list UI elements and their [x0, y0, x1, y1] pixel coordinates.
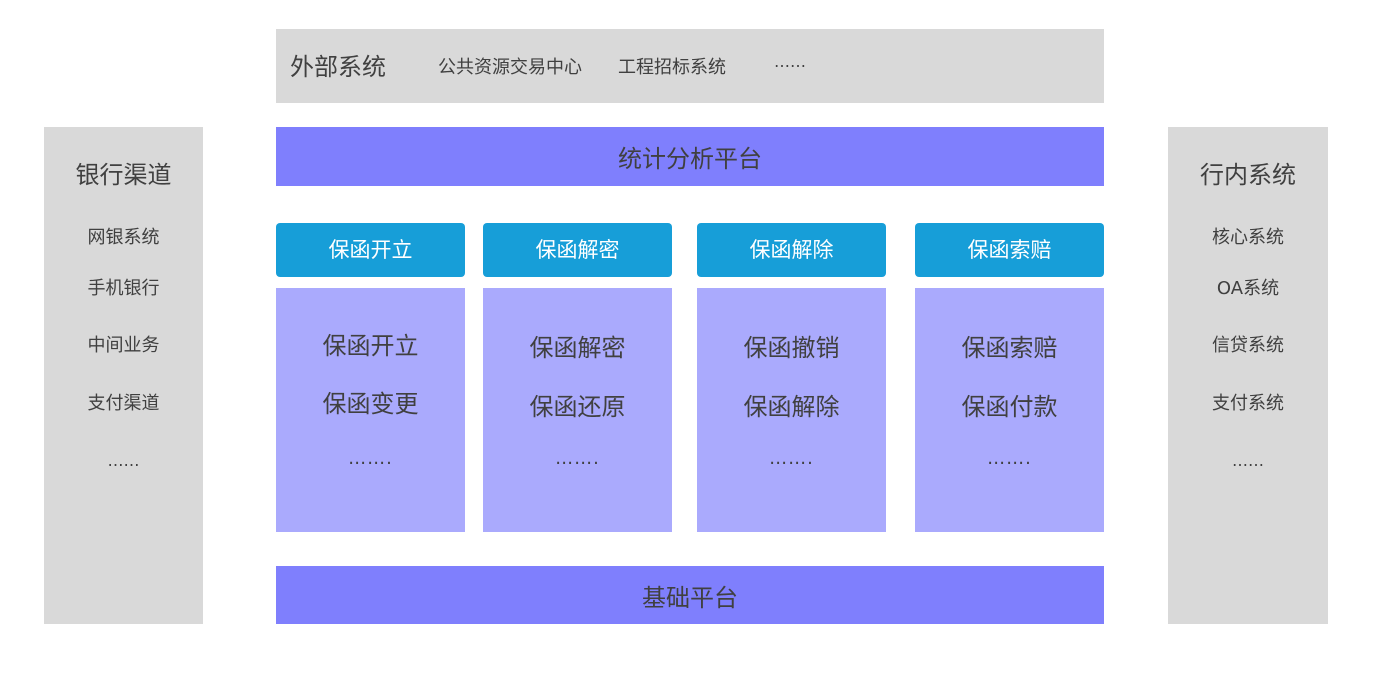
internal-system-item: OA系统: [1216, 278, 1280, 299]
internal-system-item: 支付系统: [1212, 393, 1284, 414]
external-item-bidding-system: 工程招标系统: [618, 57, 726, 78]
module-guarantee-decrypt-header: 保函解密: [483, 223, 672, 277]
bank-channels-title: 银行渠道: [75, 161, 172, 189]
external-systems-bar: 外部系统 公共资源交易中心 工程招标系统 ……: [276, 29, 1104, 103]
module-item-ellipsis: …….: [769, 448, 814, 469]
bank-channel-item: 中间业务: [87, 335, 160, 356]
module-guarantee-claim-body: 保函索赔 保函付款 …….: [915, 288, 1104, 532]
internal-system-item: 核心系统: [1212, 227, 1284, 248]
module-item: 保函解密: [529, 334, 626, 362]
module-item: 保函索赔: [961, 334, 1058, 362]
module-item: 保函撤销: [743, 334, 840, 362]
statistics-platform-bar: 统计分析平台: [276, 127, 1104, 186]
bank-channel-item: 网银系统: [87, 227, 160, 248]
module-item: 保函解除: [743, 393, 840, 421]
external-systems-title: 外部系统: [290, 53, 386, 81]
bank-channels-panel: 银行渠道 网银系统 手机银行 中间业务 支付渠道 ……: [44, 127, 203, 624]
module-guarantee-release-header: 保函解除: [697, 223, 886, 277]
bank-channel-item-ellipsis: ……: [107, 451, 140, 470]
external-item-public-resource-center: 公共资源交易中心: [438, 57, 582, 78]
module-item: 保函变更: [322, 390, 419, 418]
module-guarantee-issue-body: 保函开立 保函变更 …….: [276, 288, 465, 532]
bank-channel-item: 手机银行: [87, 278, 160, 299]
module-guarantee-release-body: 保函撤销 保函解除 …….: [697, 288, 886, 532]
module-guarantee-claim-header: 保函索赔: [915, 223, 1104, 277]
external-item-ellipsis: ……: [774, 52, 806, 71]
internal-systems-panel: 行内系统 核心系统 OA系统 信贷系统 支付系统 ……: [1168, 127, 1328, 624]
module-item-ellipsis: …….: [987, 448, 1032, 469]
module-item-ellipsis: …….: [555, 448, 600, 469]
module-item: 保函开立: [322, 332, 419, 360]
bank-channel-item: 支付渠道: [87, 393, 160, 414]
module-guarantee-decrypt-body: 保函解密 保函还原 …….: [483, 288, 672, 532]
base-platform-bar: 基础平台: [276, 566, 1104, 624]
internal-system-item: 信贷系统: [1212, 335, 1284, 356]
module-item: 保函付款: [961, 393, 1058, 421]
module-item-ellipsis: …….: [348, 448, 393, 469]
module-guarantee-issue-header: 保函开立: [276, 223, 465, 277]
internal-system-item-ellipsis: ……: [1232, 451, 1264, 470]
module-item: 保函还原: [529, 393, 626, 421]
internal-systems-title: 行内系统: [1200, 161, 1296, 189]
